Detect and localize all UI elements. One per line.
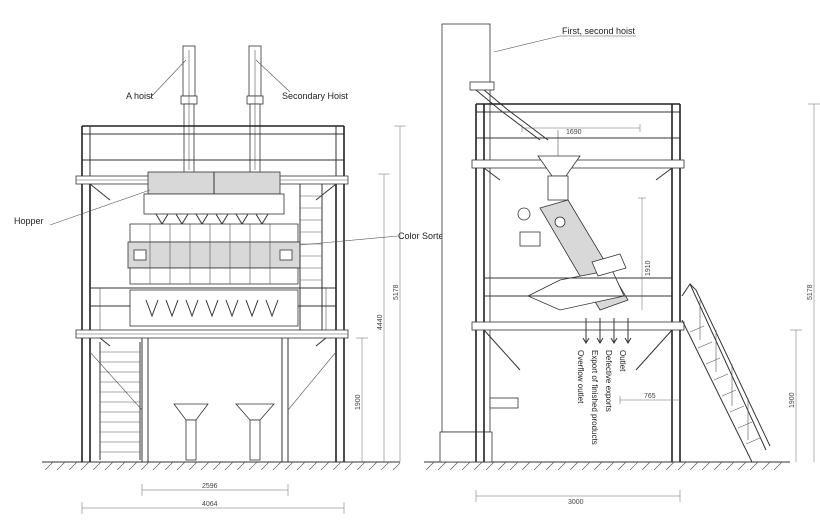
dim-2596: 2596 (202, 483, 218, 490)
dim-1910: 1910 (645, 260, 652, 276)
bottom-funnel-left (173, 403, 209, 421)
side-ground-hatch (425, 461, 783, 471)
label-hopper: Hopper (14, 216, 44, 226)
color-sorter-base (129, 267, 299, 285)
side-sorter-base (527, 269, 625, 311)
dim-5178-side: 5178 (807, 284, 814, 300)
side-outlet-arrows (582, 318, 632, 344)
front-ladder (99, 342, 141, 460)
front-ground-hatch (44, 461, 401, 471)
dim-3000: 3000 (568, 499, 584, 506)
label-outlet: Outlet (618, 350, 627, 372)
side-hoist-column (441, 23, 491, 433)
dim-1900-side: 1900 (789, 392, 796, 408)
dim-4440: 4440 (377, 314, 384, 330)
label-a-hoist: A hoist (126, 91, 154, 101)
label-color-sorter: Color Sorter (398, 231, 447, 241)
side-upper-platform (471, 159, 685, 169)
bottom-funnel-right (235, 403, 275, 421)
dim-4064: 4064 (202, 501, 218, 508)
color-sorter-top (129, 223, 299, 243)
side-view: 1690 1910 765 3000 5178 1900 Outlet Defe… (424, 23, 820, 506)
color-sorter-body (127, 241, 301, 269)
dim-1690: 1690 (566, 129, 582, 136)
dim-765: 765 (644, 393, 656, 400)
label-overflow-outlet: Overflow outlet (576, 350, 585, 404)
side-stairs (681, 282, 771, 463)
front-upper-ladder (299, 184, 323, 330)
label-first-second-hoist: First, second hoist (562, 26, 636, 36)
hopper-funnels (155, 213, 269, 225)
label-secondary-hoist: Secondary Hoist (282, 91, 349, 101)
dim-1900-front: 1900 (355, 394, 362, 410)
side-lower-platform (471, 321, 685, 331)
front-view: 2596 4064 5178 4440 1900 A hoist Seconda… (14, 45, 447, 514)
sorter-outlet-frame (129, 289, 299, 327)
side-dimensions (475, 103, 820, 502)
label-export-finished: Export of finished products (590, 350, 599, 445)
label-defective-exports: Defective exports (604, 350, 613, 412)
sorter-outlet-chutes (145, 299, 279, 318)
hopper-lower-box (143, 193, 285, 215)
front-dimensions (81, 125, 406, 514)
dim-5178-front: 5178 (393, 284, 400, 300)
